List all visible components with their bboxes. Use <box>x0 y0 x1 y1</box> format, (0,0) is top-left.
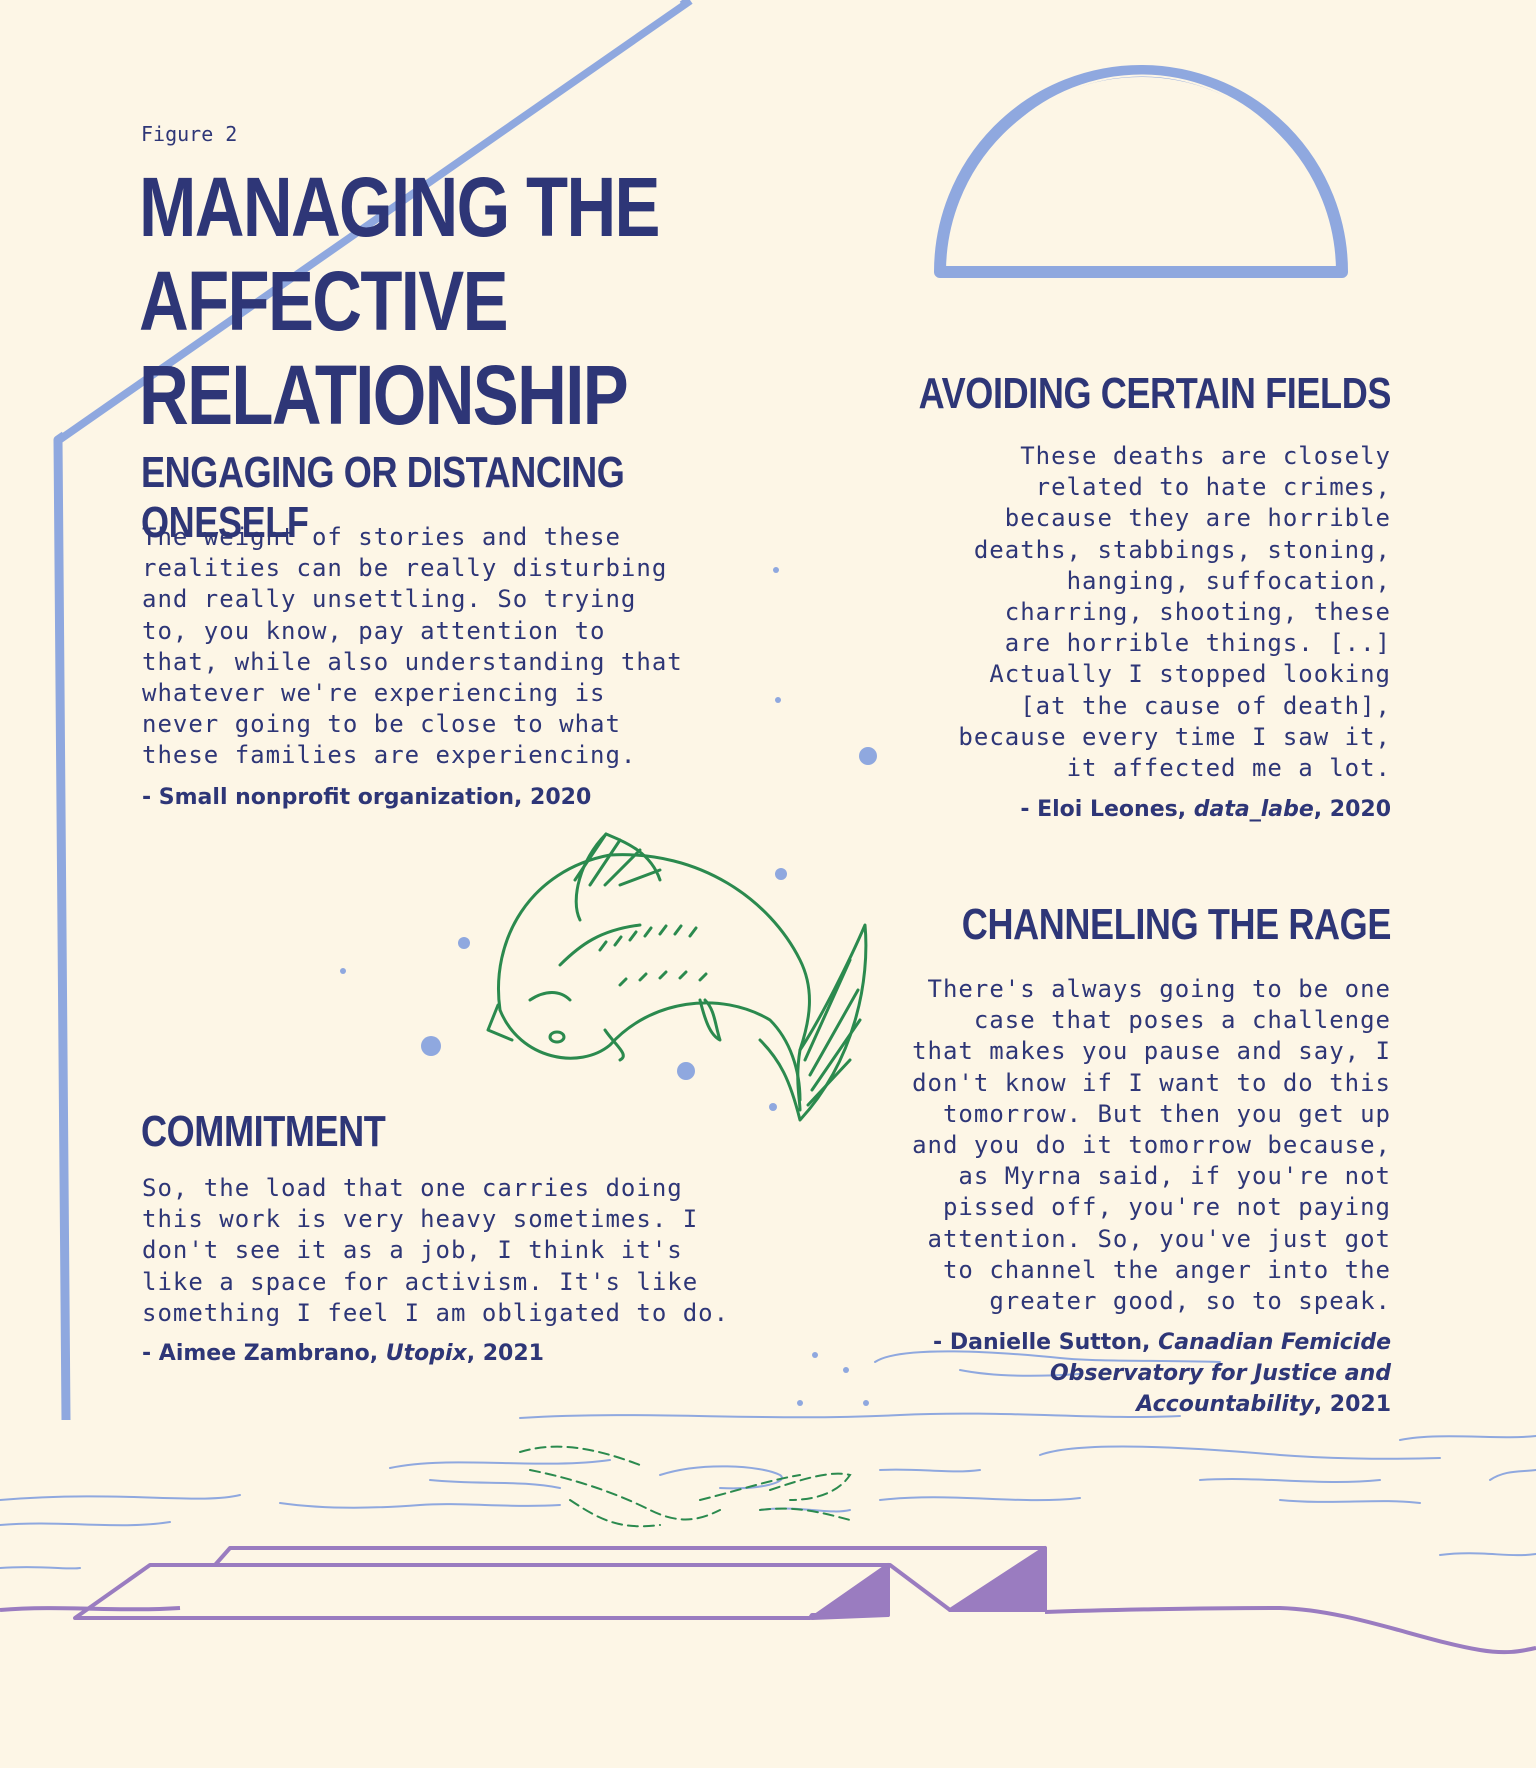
heading-channeling: CHANNELING THE RAGE <box>961 900 1392 949</box>
heading-engaging: ENGAGING OR DISTANCING ONESELF <box>141 448 625 547</box>
attribution-commitment-name: - Aimee Zambrano, <box>142 1341 386 1366</box>
title-line-1: MANAGING THE <box>139 160 661 254</box>
attribution-avoiding-name: - Eloi Leones, <box>1020 797 1194 822</box>
quote-channeling: There's always going to be one case that… <box>912 975 1391 1316</box>
fish-icon <box>486 832 868 1122</box>
page-title: MANAGING THE AFFECTIVE RELATIONSHIP <box>139 160 877 442</box>
attribution-avoiding-year: , 2020 <box>1313 797 1391 822</box>
quote-avoiding: These deaths are closely related to hate… <box>958 442 1391 783</box>
title-line-2: AFFECTIVE RELATIONSHIP <box>139 254 629 442</box>
attribution-commitment-year: , 2021 <box>466 1341 544 1366</box>
attribution-channeling-name: - Danielle Sutton, <box>933 1330 1159 1355</box>
attribution-channeling-org-1: Canadian Femicide <box>1158 1330 1391 1355</box>
bench-icon <box>0 1546 1536 1655</box>
quote-engaging: The weight of stories and these realitie… <box>142 523 683 770</box>
attribution-engaging: - Small nonprofit organization, 2020 <box>142 785 592 810</box>
heading-commitment: COMMITMENT <box>141 1107 386 1156</box>
quote-commitment: So, the load that one carries doing this… <box>142 1174 730 1327</box>
attribution-channeling-org-2: Observatory for Justice and <box>1049 1361 1391 1386</box>
attribution-commitment: - Aimee Zambrano, Utopix, 2021 <box>142 1338 544 1369</box>
figure-label: Figure 2 <box>141 122 238 146</box>
attribution-channeling-year: , 2021 <box>1313 1392 1391 1417</box>
attribution-commitment-org: Utopix <box>385 1341 467 1366</box>
reflection-icon <box>519 1445 852 1528</box>
attribution-channeling-org-3: Accountability <box>1136 1392 1314 1417</box>
heading-avoiding: AVOIDING CERTAIN FIELDS <box>918 369 1392 418</box>
attribution-avoiding-org: data_labe <box>1193 797 1314 822</box>
attribution-avoiding: - Eloi Leones, data_labe, 2020 <box>1020 794 1391 825</box>
